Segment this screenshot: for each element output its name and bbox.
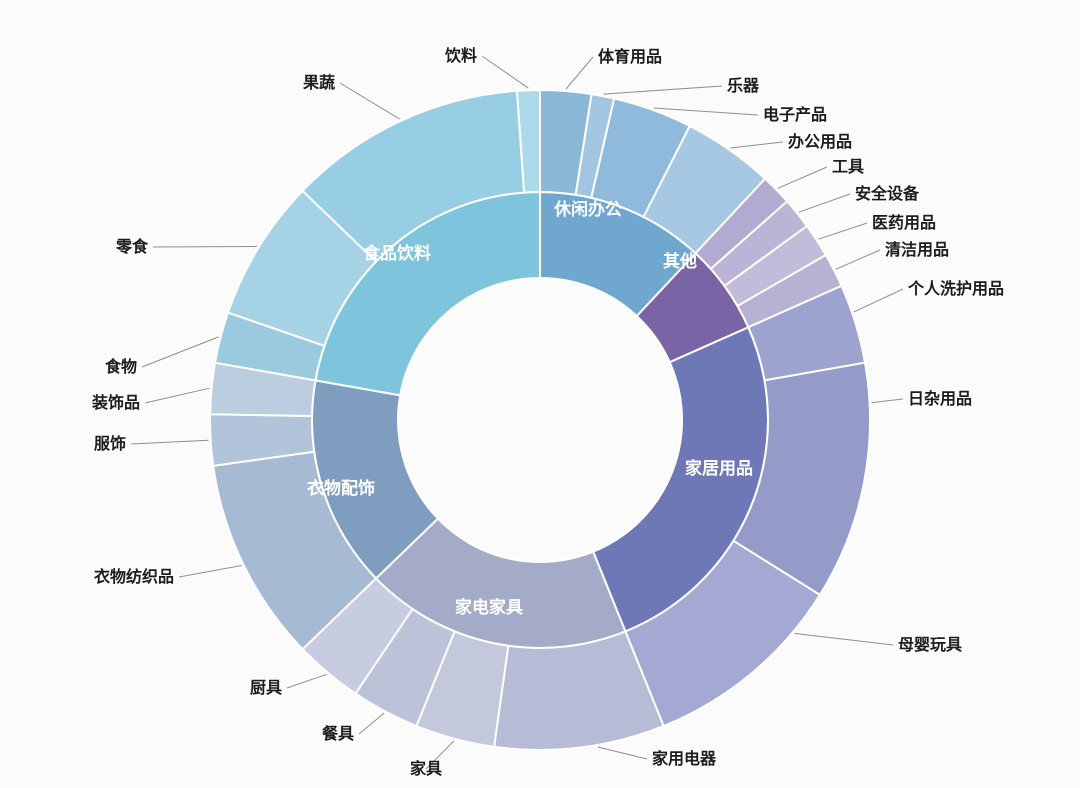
subcategory-label: 个人洗护用品 [907, 279, 1004, 298]
subcategory-label: 家具 [410, 759, 442, 778]
subcategory-label: 餐具 [321, 724, 354, 743]
subcategory-label: 日杂用品 [908, 389, 972, 408]
leader-line [597, 746, 648, 760]
leader-line [653, 107, 759, 116]
subcategory-label: 母婴玩具 [898, 636, 962, 654]
category-label: 家居用品 [685, 458, 753, 478]
leader-line [339, 82, 400, 120]
leader-line [178, 565, 242, 578]
subcategory-label: 衣物纺织品 [94, 567, 174, 586]
leader-line [144, 387, 210, 404]
subcategory-label: 零食 [115, 237, 149, 256]
subcategory-label: 厨具 [250, 679, 282, 697]
subcategory-label: 清洁用品 [885, 240, 949, 259]
leader-line [425, 740, 455, 770]
category-label: 食品饮料 [363, 243, 431, 263]
segments [209, 88, 872, 751]
leader-line [835, 249, 881, 270]
subcategory-label: 果蔬 [302, 73, 335, 92]
subcategory-label: 体育用品 [598, 47, 662, 66]
subcategory-label: 办公用品 [788, 132, 852, 151]
leader-line [481, 55, 529, 89]
subcategory-label: 医药用品 [872, 213, 936, 232]
leader-line [130, 439, 209, 445]
leader-lines [130, 55, 904, 770]
category-label: 其他 [663, 251, 697, 271]
leader-line [798, 193, 851, 213]
leader-line [152, 246, 257, 248]
leader-line [565, 56, 594, 90]
leader-line [603, 85, 723, 95]
subcategory-label: 乐器 [727, 77, 760, 95]
subcategory-label: 装饰品 [91, 393, 140, 412]
leader-line [141, 336, 219, 368]
leader-line [818, 222, 868, 240]
subcategory-label: 工具 [832, 158, 864, 176]
category-label: 休闲办公 [553, 199, 622, 219]
leader-line [853, 288, 904, 313]
leader-line [358, 712, 385, 735]
subcategory-label: 饮料 [444, 46, 477, 65]
leader-line [777, 166, 828, 189]
leader-line [730, 141, 784, 149]
subcategory-label: 安全设备 [855, 184, 920, 203]
subcategory-label: 家用电器 [652, 749, 717, 768]
category-label: 家电家具 [455, 597, 523, 617]
subcategory-label: 电子产品 [763, 105, 827, 124]
category-label: 衣物配饰 [307, 478, 375, 498]
subcategory-label: 服饰 [94, 434, 126, 453]
leader-line [286, 673, 327, 689]
leader-line [871, 398, 904, 404]
leader-line [794, 632, 894, 646]
subcategory-segment [515, 88, 541, 194]
subcategory-label: 食物 [104, 357, 137, 376]
